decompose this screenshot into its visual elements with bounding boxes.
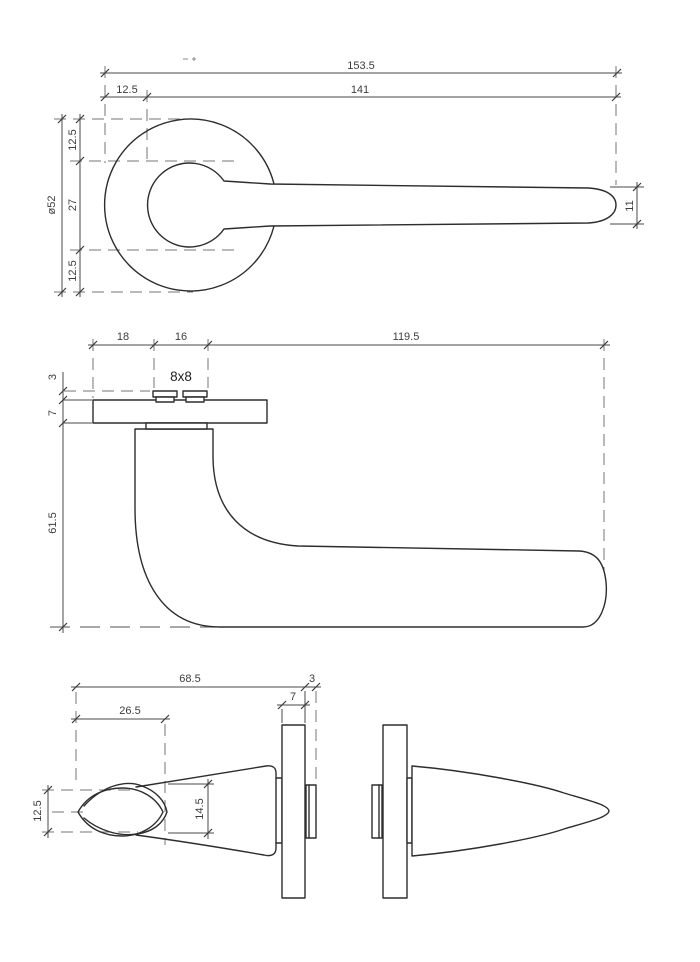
dim-spindle-stickout: 3 <box>47 374 59 380</box>
side-dimension-lines <box>58 340 610 633</box>
dim-total-length: 153.5 <box>347 60 375 72</box>
right-neck-strip <box>406 777 413 844</box>
end-outline <box>77 724 610 899</box>
right-rose-edge <box>382 724 408 899</box>
dim-spindle-width: 16 <box>175 331 187 343</box>
front-outline <box>103 118 617 292</box>
side-view: 18 16 119.5 8x8 3 7 61.5 <box>47 331 610 633</box>
dim-lever-drop: 61.5 <box>47 512 59 533</box>
left-neck-strip <box>275 777 283 844</box>
front-labels: 153.5 141 12.5 ø52 12.5 27 12.5 11 <box>46 60 636 282</box>
front-view: 153.5 141 12.5 ø52 12.5 27 12.5 11 <box>46 57 644 297</box>
dimension-ticks <box>57 68 642 297</box>
rose-side <box>92 399 268 424</box>
neck-collar <box>145 422 208 430</box>
stray-marks <box>183 57 196 61</box>
end-labels: 68.5 3 7 26.5 12.5 14.5 <box>32 673 315 822</box>
side-outline <box>92 390 608 628</box>
left-grip-taper-bottom <box>135 834 277 857</box>
dim-rose-offset: 12.5 <box>116 84 137 96</box>
front-dimension-lines <box>57 68 644 297</box>
dim-grip-width: 26.5 <box>119 705 140 717</box>
left-rose-edge <box>281 724 306 899</box>
dim-overall-projection: 68.5 <box>179 673 200 685</box>
dimension-ticks <box>58 340 609 632</box>
left-hub <box>305 784 317 839</box>
dim-lever-end-width: 11 <box>624 200 636 211</box>
lever-front-outline <box>146 162 617 248</box>
dim-rose-overhang: 18 <box>117 331 129 343</box>
dim-neck-diameter: 27 <box>67 199 79 211</box>
end-view: 68.5 3 7 26.5 12.5 14.5 <box>32 673 610 899</box>
right-hub <box>371 784 383 839</box>
dim-lever-length: 141 <box>351 84 369 96</box>
front-extension-lines <box>54 66 617 293</box>
right-grip-outline <box>411 765 610 857</box>
tip-lens <box>77 787 164 837</box>
dim-lever-projection: 119.5 <box>393 331 420 343</box>
dim-above-center: 12.5 <box>67 129 79 150</box>
dimension-ticks <box>43 682 321 838</box>
left-grip-taper-top <box>135 765 277 788</box>
spindle-size-label: 8x8 <box>170 369 192 384</box>
dim-rose-thickness: 7 <box>47 410 59 416</box>
handle-side-outline <box>134 428 608 628</box>
tip-outer-contour <box>83 782 168 836</box>
dim-below-center: 12.5 <box>67 260 79 281</box>
dim-tip-thickness: 12.5 <box>32 800 44 821</box>
dim-rose-diameter: ø52 <box>46 196 58 215</box>
side-labels: 18 16 119.5 8x8 3 7 61.5 <box>47 331 419 534</box>
spindle-tabs <box>152 390 208 403</box>
dim-rose-depth: 7 <box>290 691 296 703</box>
side-extension-lines <box>50 339 605 628</box>
dim-hub-clearance: 3 <box>309 673 315 685</box>
rose-circle <box>103 118 275 292</box>
end-dimension-lines <box>43 682 321 839</box>
dim-grip-thickness: 14.5 <box>194 798 206 819</box>
